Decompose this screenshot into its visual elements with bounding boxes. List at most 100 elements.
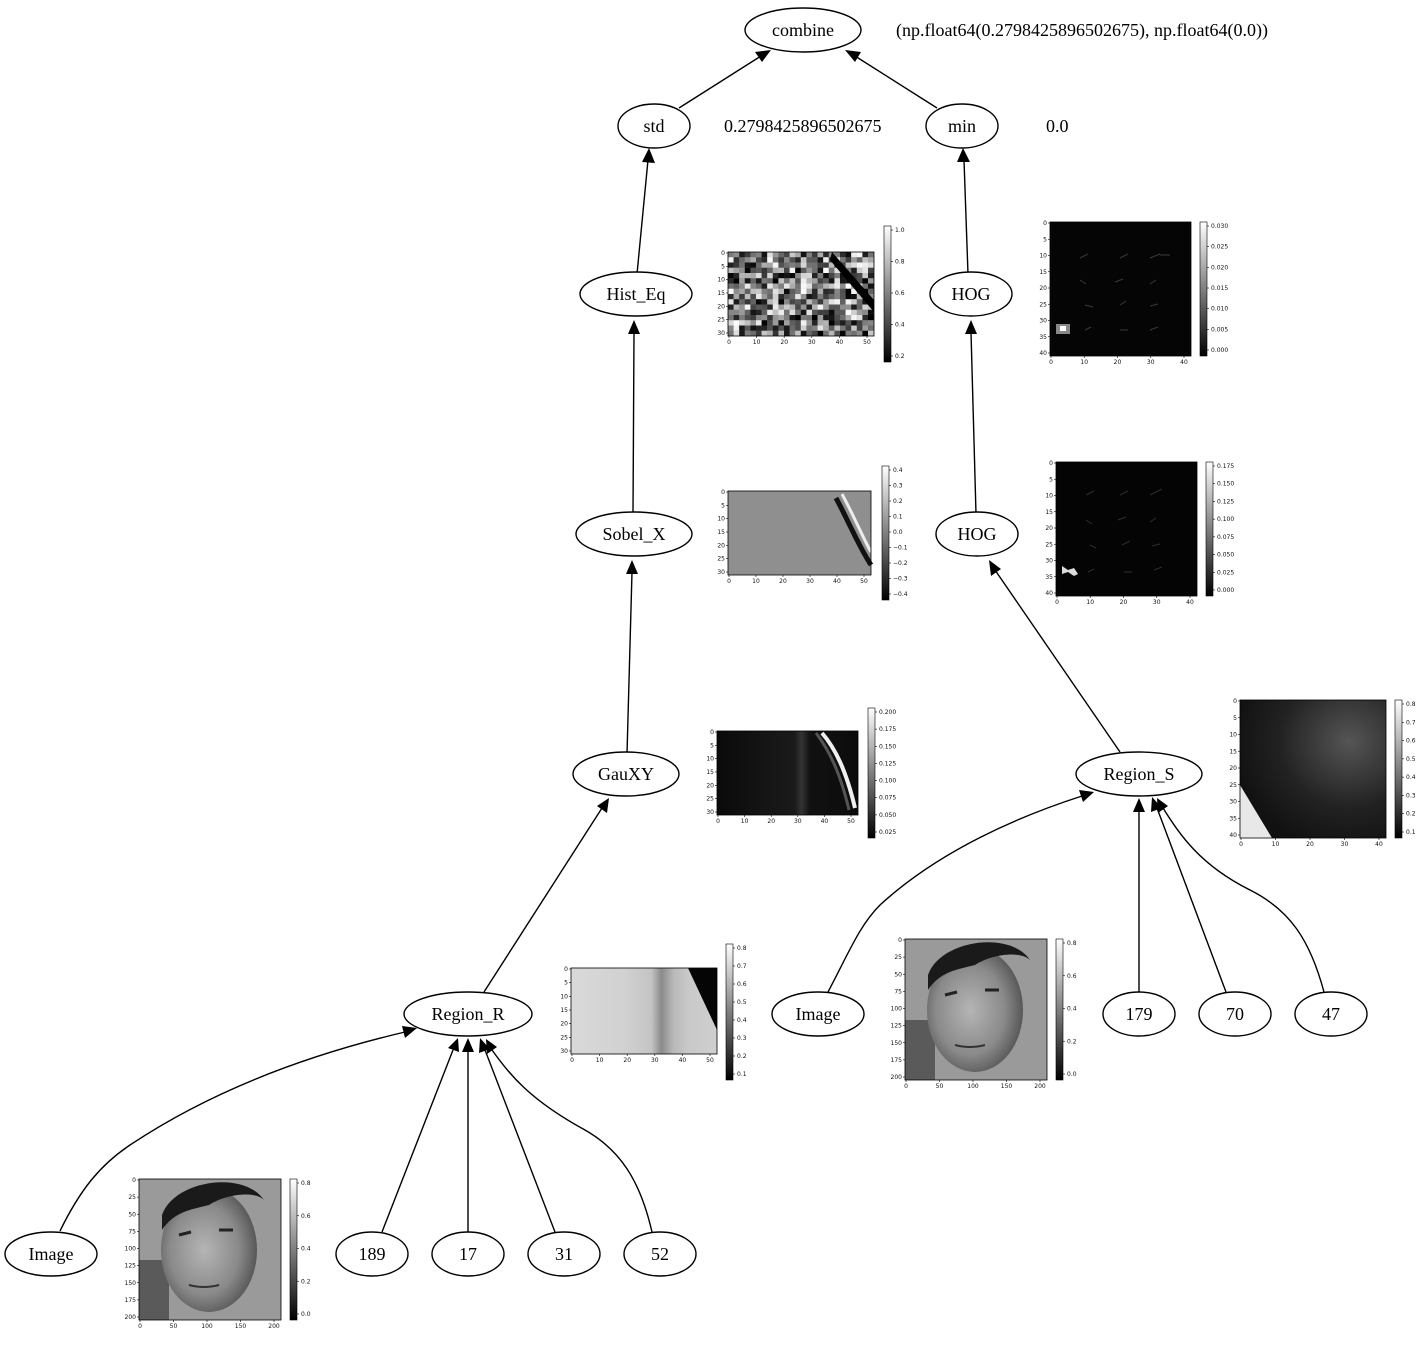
- thumbnail-image-r: [139, 1179, 281, 1320]
- hist-eq-pixel: [840, 283, 846, 289]
- hist-eq-pixel: [789, 315, 796, 321]
- hist-eq-pixel: [828, 288, 835, 295]
- hog-top-frame: [1049, 221, 1192, 357]
- hist-eq-pixel: [800, 262, 807, 268]
- hist-eq-pixel: [756, 299, 762, 305]
- hist-eq-pixel: [806, 299, 813, 305]
- node-image-r-label: Image: [29, 1244, 74, 1264]
- node-31[interactable]: 31: [527, 1231, 601, 1277]
- hist-eq-pixel: [756, 262, 762, 268]
- hist-eq-pixel: [845, 304, 852, 310]
- node-gauxy[interactable]: GauXY: [572, 751, 680, 797]
- node-70[interactable]: 70: [1198, 991, 1272, 1037]
- node-hog-mid[interactable]: HOG: [935, 511, 1019, 557]
- node-std[interactable]: std: [617, 103, 691, 149]
- x-tick-label: 20: [767, 818, 775, 825]
- hist-eq-pixel: [868, 252, 874, 258]
- node-region-s[interactable]: Region_S: [1075, 751, 1203, 797]
- hist-eq-pixel: [851, 294, 857, 300]
- hist-eq-pixel: [823, 315, 829, 321]
- thumbnail-region-r: [571, 968, 717, 1054]
- x-tick-label: 20: [1114, 359, 1122, 366]
- hist-eq-pixel: [851, 330, 857, 337]
- hist-eq-pixel: [784, 320, 790, 326]
- hist-eq-pixel: [856, 273, 863, 279]
- node-image-s[interactable]: Image: [771, 991, 865, 1037]
- node-min[interactable]: min: [925, 103, 999, 149]
- hist-eq-colorbar: [883, 225, 892, 363]
- thumbnail-hog-mid: [1056, 462, 1197, 596]
- hist-eq-pixel: [761, 320, 768, 326]
- hist-eq-pixel: [823, 309, 829, 316]
- x-tick-label: 150: [1001, 1083, 1013, 1090]
- y-tick-label: 5: [1043, 236, 1047, 243]
- x-tick-label: 50: [860, 578, 868, 585]
- x-tick-label: 20: [623, 1057, 631, 1064]
- hist-eq-pixel: [750, 252, 757, 258]
- y-tick-label: 30: [1039, 318, 1047, 325]
- node-17[interactable]: 17: [431, 1231, 505, 1277]
- node-52[interactable]: 52: [623, 1231, 697, 1277]
- hist-eq-pixel: [772, 294, 779, 300]
- y-tick-label: 40: [1229, 832, 1237, 839]
- x-tick-label: 10: [1272, 841, 1280, 848]
- node-hog-top[interactable]: HOG: [929, 271, 1013, 317]
- hist-eq-pixel: [795, 257, 801, 263]
- hist-eq-pixel: [868, 315, 874, 321]
- hist-eq-pixel: [800, 304, 807, 310]
- hist-eq-pixel: [750, 288, 757, 295]
- y-tick-label: 0: [1049, 460, 1053, 467]
- y-tick-label: 30: [1229, 799, 1237, 806]
- hist-eq-pixel: [784, 330, 790, 337]
- y-tick-label: 0: [721, 489, 725, 496]
- hist-eq-pixel: [767, 325, 773, 331]
- hist-eq-pixel: [834, 252, 841, 258]
- hist-eq-pixel: [733, 320, 740, 326]
- hist-eq-pixel: [834, 325, 841, 331]
- node-combine[interactable]: combine: [744, 7, 862, 53]
- hist-eq-pixel: [761, 304, 768, 310]
- hist-eq-pixel: [851, 252, 857, 258]
- hist-eq-pixel: [789, 330, 796, 337]
- node-hist-eq[interactable]: Hist_Eq: [579, 271, 693, 317]
- hist-eq-pixel: [845, 315, 852, 321]
- node-image-r[interactable]: Image: [4, 1231, 98, 1277]
- hist-eq-pixel: [772, 283, 779, 289]
- hist-eq-pixel: [851, 262, 857, 268]
- hist-eq-pixel: [817, 252, 824, 258]
- y-tick-label: 35: [1045, 574, 1053, 581]
- hist-eq-pixel: [823, 262, 829, 268]
- x-tick-label: 30: [794, 818, 802, 825]
- node-189[interactable]: 189: [335, 1231, 409, 1277]
- hist-eq-pixel: [800, 299, 807, 305]
- hist-eq-pixel: [778, 309, 785, 316]
- hist-eq-pixel: [772, 320, 779, 326]
- hist-eq-pixel: [756, 320, 762, 326]
- hist-eq-pixel: [806, 304, 813, 310]
- node-region-r[interactable]: Region_R: [403, 991, 533, 1037]
- hist-eq-pixel: [761, 309, 768, 316]
- x-tick-label: 10: [1086, 599, 1094, 606]
- hist-eq-pixel: [834, 267, 841, 274]
- hist-eq-pixel: [812, 294, 818, 300]
- colorbar-tick-label: 1.0: [895, 227, 905, 234]
- colorbar-tick-label: 0.2: [1406, 811, 1416, 818]
- hist-eq-pixel: [739, 320, 745, 326]
- hist-eq-pixel: [778, 320, 785, 326]
- x-tick-label: 30: [1147, 359, 1155, 366]
- node-189-label: 189: [359, 1244, 386, 1264]
- hist-eq-pixel: [767, 304, 773, 310]
- hist-eq-pixel: [784, 267, 790, 274]
- x-tick-label: 200: [1034, 1083, 1046, 1090]
- y-tick-label: 200: [125, 1314, 137, 1321]
- hist-eq-pixel: [756, 273, 762, 279]
- hog-mid-hotspot: [1062, 566, 1078, 576]
- colorbar-tick-label: 0.2: [737, 1053, 747, 1060]
- y-tick-label: 150: [891, 1040, 903, 1047]
- node-sobel-x[interactable]: Sobel_X: [575, 511, 693, 557]
- edges: [59, 50, 1325, 1233]
- hist-eq-pixel: [795, 330, 801, 337]
- node-47[interactable]: 47: [1294, 991, 1368, 1037]
- node-179[interactable]: 179: [1102, 991, 1176, 1037]
- hist-eq-pixel: [744, 330, 751, 337]
